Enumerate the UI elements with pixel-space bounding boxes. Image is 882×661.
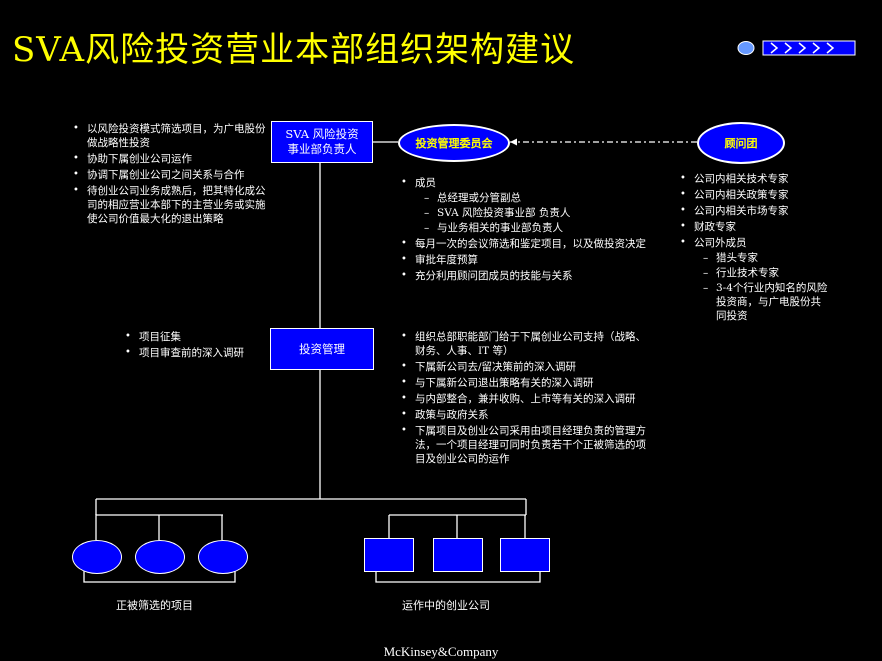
list-item: 协调下属创业公司之间关系与合作 (72, 168, 266, 182)
mgmt-right-list: 组织总部职能部门给于下属创业公司支持（战略、财务、人事、IT 等） 下属新公司去… (400, 330, 646, 468)
advisors-list: 公司内相关技术专家 公司内相关政策专家 公司内相关市场专家 财政专家 公司外成员… (679, 172, 829, 325)
company-square (500, 538, 550, 572)
external-label: 公司外成员 (694, 237, 747, 249)
committee-ellipse: 投资管理委员会 (398, 124, 510, 162)
company-square (433, 538, 483, 572)
list-item: 成员 总经理或分管副总 SVA 风险投资事业部 负责人 与业务相关的事业部负责人 (400, 176, 646, 235)
list-item: 公司内相关政策专家 (679, 188, 829, 202)
advisors-ellipse: 顾问团 (697, 122, 785, 164)
list-item: 政策与政府关系 (400, 408, 646, 422)
advisors-label: 顾问团 (724, 137, 758, 150)
project-circle (72, 540, 122, 574)
list-item: 每月一次的会议筛选和鉴定项目，以及做投资决定 (400, 237, 646, 251)
members-label: 成员 (415, 177, 436, 189)
progress-chevron-icon (737, 40, 856, 56)
list-item: 以风险投资模式筛选项目，为广电股份做战略性投资 (72, 122, 266, 150)
project-circle (198, 540, 248, 574)
list-item: 与内部整合，兼并收购、上市等有关的深入调研 (400, 392, 646, 406)
list-item: 充分利用顾问团成员的技能与关系 (400, 269, 646, 283)
head-box-label: SVA 风险投资事业部负责人 (285, 127, 359, 156)
brand-logo: McKinsey&Company (383, 644, 499, 659)
project-circle (135, 540, 185, 574)
page-title: SVA风险投资营业本部组织架构建议 (12, 30, 576, 70)
head-duties-list: 以风险投资模式筛选项目，为广电股份做战略性投资 协助下属创业公司运作 协调下属创… (72, 122, 266, 228)
list-item: 项目征集 (124, 330, 270, 344)
list-item: 猎头专家 (694, 251, 829, 265)
list-item: 待创业公司业务成熟后，把其特化成公司的相应营业本部下的主营业务或实施使公司价值最… (72, 184, 266, 226)
list-item: 下属新公司去/留决策前的深入调研 (400, 360, 646, 374)
list-item: 下属项目及创业公司采用由项目经理负责的管理方法，一个项目经理可同时负责若干个正被… (400, 424, 646, 466)
mgmt-left-list: 项目征集 项目审查前的深入调研 (124, 330, 270, 362)
list-item: 3-4个行业内知名的风险投资商，与广电股份共同投资 (694, 281, 829, 323)
list-item: 审批年度预算 (400, 253, 646, 267)
list-item: 公司内相关技术专家 (679, 172, 829, 186)
list-item: 与下属新公司退出策略有关的深入调研 (400, 376, 646, 390)
list-item: 财政专家 (679, 220, 829, 234)
head-box: SVA 风险投资事业部负责人 (271, 121, 373, 163)
list-item: 组织总部职能部门给于下属创业公司支持（战略、财务、人事、IT 等） (400, 330, 646, 358)
list-item: 总经理或分管副总 (415, 191, 646, 205)
projects-label: 正被筛选的项目 (116, 599, 193, 612)
list-item: 项目审查前的深入调研 (124, 346, 270, 360)
list-item: SVA 风险投资事业部 负责人 (415, 206, 646, 220)
list-item: 公司内相关市场专家 (679, 204, 829, 218)
companies-label: 运作中的创业公司 (402, 599, 490, 612)
list-item: 协助下属创业公司运作 (72, 152, 266, 166)
mgmt-box: 投资管理 (270, 328, 374, 370)
list-item: 与业务相关的事业部负责人 (415, 221, 646, 235)
committee-label: 投资管理委员会 (415, 137, 493, 150)
mgmt-box-label: 投资管理 (299, 341, 345, 356)
list-item: 行业技术专家 (694, 266, 829, 280)
company-square (364, 538, 414, 572)
list-item: 公司外成员 猎头专家 行业技术专家 3-4个行业内知名的风险投资商，与广电股份共… (679, 236, 829, 323)
committee-list: 成员 总经理或分管副总 SVA 风险投资事业部 负责人 与业务相关的事业部负责人… (400, 176, 646, 285)
